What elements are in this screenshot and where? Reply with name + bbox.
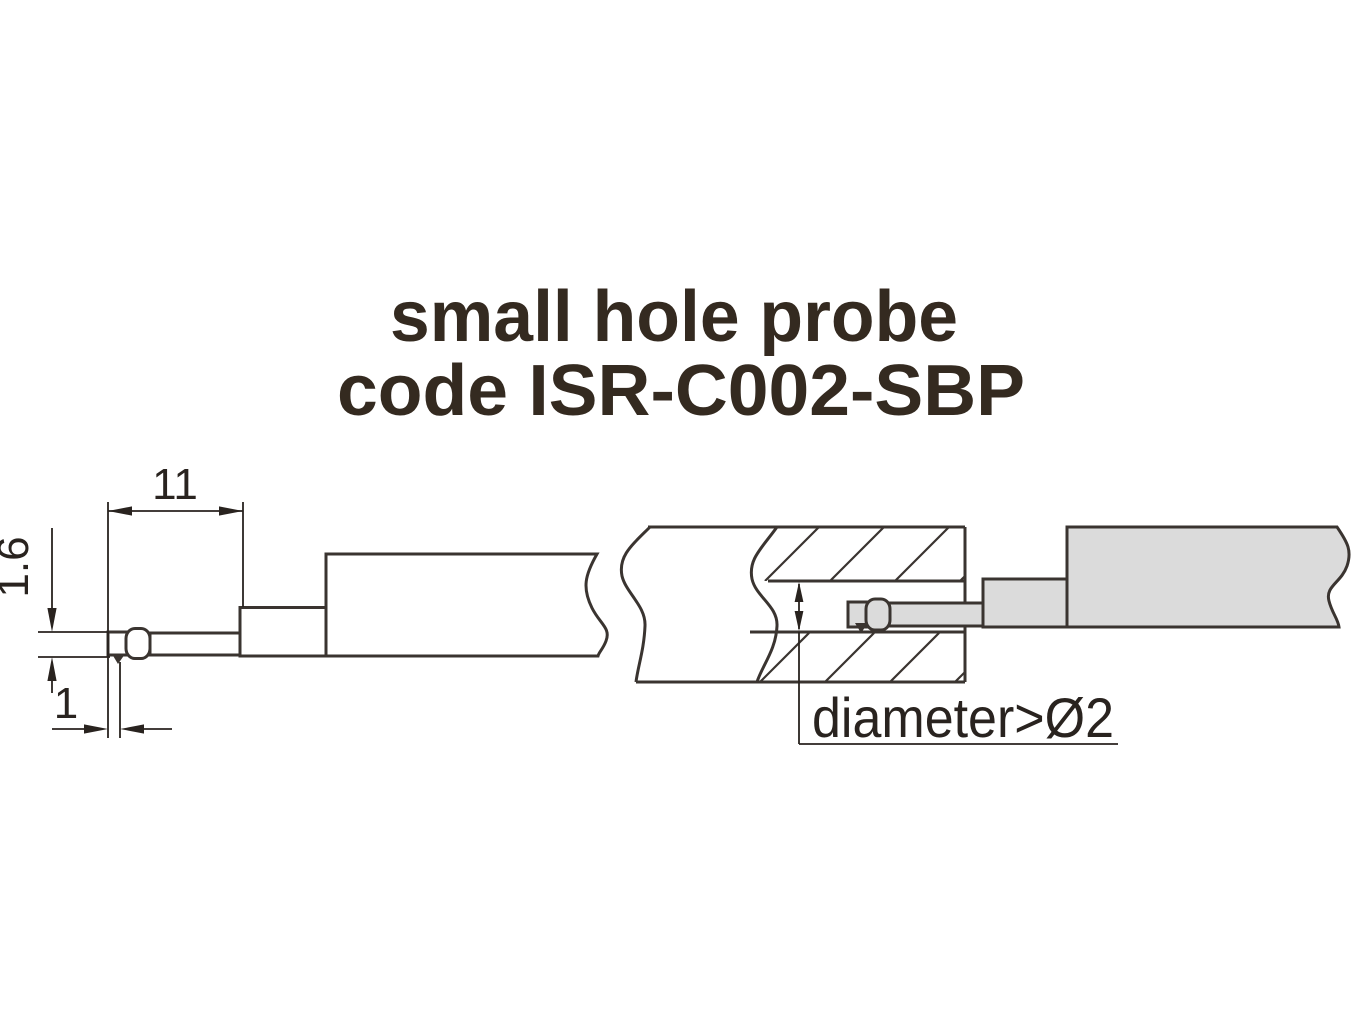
arrowhead-right	[219, 506, 243, 516]
hatch-top	[752, 527, 965, 581]
break-edge-middle	[749, 526, 779, 683]
probe-body-section	[1065, 525, 1351, 629]
hole-diameter-note: diameter>Ø2	[812, 686, 1114, 749]
dim-label-11: 11	[152, 460, 198, 509]
dim-label-1: 1	[54, 679, 78, 728]
probe-in-hole	[846, 525, 1351, 633]
workpiece-section	[619, 525, 967, 684]
arrowhead-up	[47, 657, 57, 681]
dimension-1: 1	[52, 662, 172, 738]
arrowhead-right	[84, 724, 108, 734]
arrowhead-left	[108, 506, 132, 516]
title-line-1: small hole probe	[390, 277, 958, 357]
probe-stem-section	[886, 601, 987, 628]
dim-label-1-6: 1.6	[0, 536, 38, 597]
break-edge-left	[619, 525, 652, 683]
probe-tip-face	[106, 630, 129, 657]
probe-body	[324, 552, 609, 658]
dimension-11: 11	[107, 460, 244, 738]
hatch-bottom	[759, 632, 965, 682]
probe-tip-ball-section	[864, 597, 892, 632]
probe-stem	[148, 631, 242, 657]
probe-step-section	[981, 577, 1069, 629]
hole-diameter-callout: diameter>Ø2	[794, 582, 1118, 749]
probe-tip-ball	[124, 627, 152, 660]
arrowhead-down	[794, 611, 804, 631]
probe-side-view	[106, 552, 609, 664]
dimension-1-6: 1.6	[0, 528, 110, 693]
diagram-title: small hole probe code ISR-C002-SBP	[337, 277, 1025, 431]
arrowhead-down	[47, 608, 57, 632]
contact-point-marker	[855, 623, 868, 633]
probe-step	[238, 606, 328, 658]
arrowhead-left	[120, 724, 144, 734]
contact-point-marker	[112, 654, 125, 664]
arrowhead-up	[794, 582, 804, 602]
title-line-2: code ISR-C002-SBP	[337, 351, 1025, 431]
